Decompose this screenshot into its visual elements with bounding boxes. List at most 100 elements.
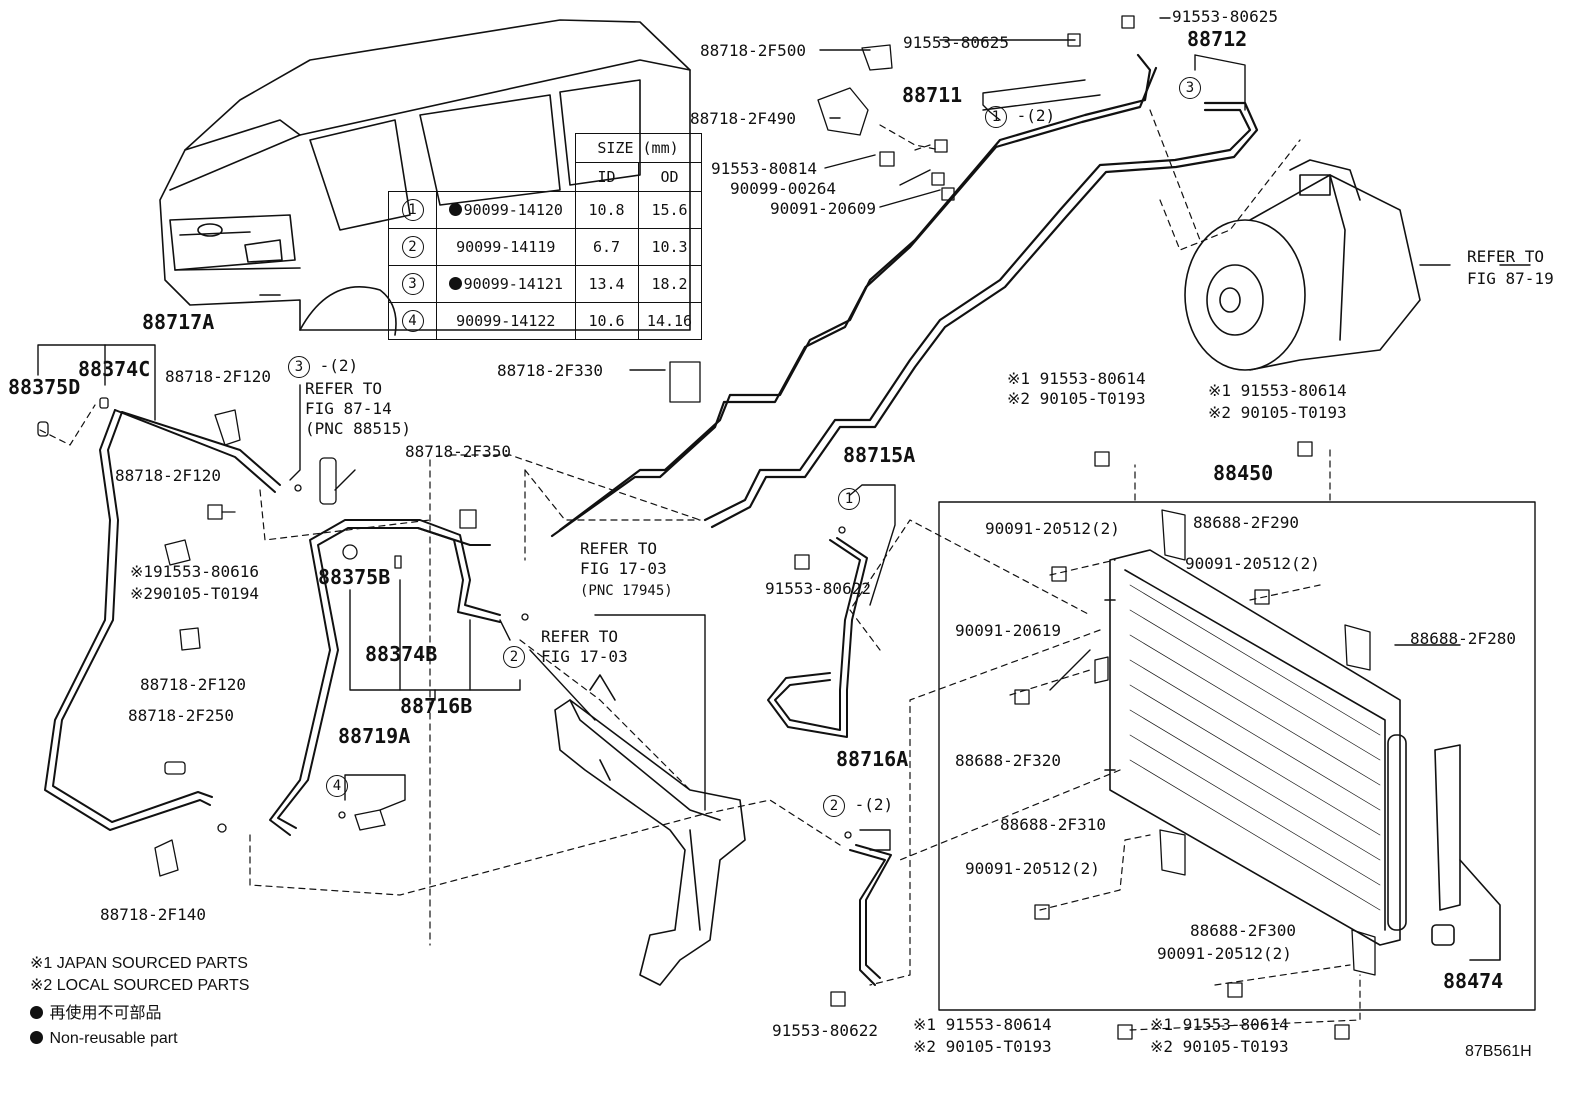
part-label-90105-T0193-b[interactable]: ※2 90105-T0193 xyxy=(1208,403,1347,422)
part-label-88718-2F120-b[interactable]: 88718-2F120 xyxy=(115,466,221,485)
part-label-88688-2F280[interactable]: 88688-2F280 xyxy=(1410,629,1516,648)
part-number: 90099-14122 xyxy=(456,312,556,330)
part-label-90105-T0193-a[interactable]: ※2 90105-T0193 xyxy=(1007,389,1146,408)
part-label-88374C[interactable]: 88374C xyxy=(78,357,151,381)
part-label-88474[interactable]: 88474 xyxy=(1443,969,1504,993)
part-label-90091-20512-b[interactable]: 90091-20512(2) xyxy=(1185,554,1320,573)
size-header: SIZE (mm) xyxy=(574,133,702,163)
part-label-88688-2F290[interactable]: 88688-2F290 xyxy=(1193,513,1299,532)
part-label-91553-80616[interactable]: ※191553-80616 xyxy=(130,562,259,581)
id-value: 10.6 xyxy=(574,302,639,340)
table-corner xyxy=(389,134,437,163)
legend-local-sourced: ※2 LOCAL SOURCED PARTS xyxy=(30,977,250,994)
refer-17-03-line1[interactable]: REFER TO xyxy=(580,539,658,558)
part-label-91553-80622-a[interactable]: 91553-80622 xyxy=(765,579,871,598)
callout-qty-2: -(2) xyxy=(854,795,894,814)
part-label-88688-2F320[interactable]: 88688-2F320 xyxy=(955,751,1061,770)
compressor xyxy=(1184,159,1421,371)
receiver-88474 xyxy=(1431,744,1501,961)
part-label-88712[interactable]: 88712 xyxy=(1187,27,1248,51)
part-label-90091-20512-d[interactable]: 90091-20512(2) xyxy=(1157,944,1292,963)
part-label-88688-2F310[interactable]: 88688-2F310 xyxy=(1000,815,1106,834)
table-corner xyxy=(437,134,576,163)
non-reusable-icon xyxy=(30,1031,43,1044)
part-label-88718-2F330[interactable]: 88718-2F330 xyxy=(497,361,603,380)
id-value: 10.8 xyxy=(574,191,639,229)
part-label-90091-20619[interactable]: 90091-20619 xyxy=(955,621,1061,640)
callout-circle-3: 3 xyxy=(1179,77,1201,99)
non-reusable-icon xyxy=(448,277,462,290)
part-label-90105-T0193-c[interactable]: ※2 90105-T0193 xyxy=(913,1037,1052,1056)
part-label-88718-2F490[interactable]: 88718-2F490 xyxy=(690,109,796,128)
non-reusable-icon xyxy=(448,203,462,216)
part-label-91553-80614-d[interactable]: ※1 91553-80614 xyxy=(1150,1015,1289,1034)
table-spacer xyxy=(388,162,437,192)
refer-87-14-line3[interactable]: (PNC 88515) xyxy=(305,419,411,438)
pipe-88717A xyxy=(44,409,281,831)
part-label-88450[interactable]: 88450 xyxy=(1213,461,1274,485)
refer-17-03-line3[interactable]: (PNC 17945) xyxy=(580,583,673,599)
part-label-91553-80614-c[interactable]: ※1 91553-80614 xyxy=(913,1015,1052,1034)
part-label-88716A[interactable]: 88716A xyxy=(836,747,909,771)
refer-87-14-line1[interactable]: REFER TO xyxy=(305,379,383,398)
refer-17-03-b-line1[interactable]: REFER TO xyxy=(541,627,619,646)
refer-17-03-line2[interactable]: FIG 17-03 xyxy=(580,559,667,578)
part-label-90099-00264[interactable]: 90099-00264 xyxy=(730,179,836,198)
condenser-88450 xyxy=(1104,549,1407,946)
refer-87-19-line2[interactable]: FIG 87-19 xyxy=(1467,269,1554,288)
callout-circle-4: 4 xyxy=(326,775,348,797)
part-label-88718-2F500[interactable]: 88718-2F500 xyxy=(700,41,806,60)
od-value: 14.16 xyxy=(637,302,702,340)
callout-circle-2: 2 xyxy=(823,795,845,817)
part-label-91553-80814[interactable]: 91553-80814 xyxy=(711,159,817,178)
callout-circle-2: 2 xyxy=(503,646,525,668)
part-label-88719A[interactable]: 88719A xyxy=(338,724,411,748)
table-row: 1 90099-14120 10.8 15.6 xyxy=(388,191,702,229)
part-label-88718-2F350[interactable]: 88718-2F350 xyxy=(405,442,511,461)
part-label-88716B[interactable]: 88716B xyxy=(400,694,473,718)
oring-size-table: SIZE (mm) ID OD 1 90099-14120 10.8 15.6 … xyxy=(388,133,702,340)
bracket-assembly xyxy=(554,674,746,986)
id-value: 6.7 xyxy=(574,228,639,266)
refer-17-03-b-line2[interactable]: FIG 17-03 xyxy=(541,647,628,666)
part-label-91553-80614-b[interactable]: ※1 91553-80614 xyxy=(1208,381,1347,400)
part-label-91553-80622-b[interactable]: 91553-80622 xyxy=(772,1021,878,1040)
od-value: 15.6 xyxy=(637,191,702,229)
refer-87-19-line1[interactable]: REFER TO xyxy=(1467,247,1545,266)
od-value: 18.2 xyxy=(637,265,702,303)
part-label-90105-T0193-d[interactable]: ※2 90105-T0193 xyxy=(1150,1037,1289,1056)
part-label-91553-80625-b[interactable]: 91553-80625 xyxy=(1172,7,1278,26)
part-label-90091-20512-a[interactable]: 90091-20512(2) xyxy=(985,519,1120,538)
part-label-88717A[interactable]: 88717A xyxy=(142,310,215,334)
callout-circle-3: 3 xyxy=(288,356,310,378)
part-label-91553-80614-a[interactable]: ※1 91553-80614 xyxy=(1007,369,1146,388)
callout-circle-1: 1 xyxy=(838,488,860,510)
part-label-88375D[interactable]: 88375D xyxy=(8,375,81,399)
pipe-88716B xyxy=(269,519,501,836)
part-label-90105-T0194[interactable]: ※290105-T0194 xyxy=(130,584,259,603)
part-label-88718-2F250[interactable]: 88718-2F250 xyxy=(128,706,234,725)
callout-qty-3: -(2) xyxy=(319,356,359,375)
od-header: OD xyxy=(637,162,702,192)
part-label-88374B[interactable]: 88374B xyxy=(365,642,438,666)
part-label-88688-2F300[interactable]: 88688-2F300 xyxy=(1190,921,1296,940)
part-label-91553-80625-a[interactable]: 91553-80625 xyxy=(903,33,1009,52)
callout-circle-1: 1 xyxy=(985,106,1007,128)
table-spacer xyxy=(436,162,576,192)
condenser-frame xyxy=(938,501,1536,1011)
part-label-88718-2F140[interactable]: 88718-2F140 xyxy=(100,905,206,924)
part-label-88718-2F120-a[interactable]: 88718-2F120 xyxy=(165,367,271,386)
part-label-88711[interactable]: 88711 xyxy=(902,83,963,107)
row-number: 1 xyxy=(401,199,424,221)
refer-87-14-line2[interactable]: FIG 87-14 xyxy=(305,399,392,418)
part-label-90091-20609[interactable]: 90091-20609 xyxy=(770,199,876,218)
pipe-88715A xyxy=(767,537,892,986)
table-row: 3 90099-14121 13.4 18.2 xyxy=(388,265,702,303)
part-label-88375B[interactable]: 88375B xyxy=(318,565,391,589)
od-value: 10.3 xyxy=(637,228,702,266)
part-label-90091-20512-c[interactable]: 90091-20512(2) xyxy=(965,859,1100,878)
part-number: 90099-14120 xyxy=(463,201,563,219)
part-label-88718-2F120-c[interactable]: 88718-2F120 xyxy=(140,675,246,694)
part-label-88715A[interactable]: 88715A xyxy=(843,443,916,467)
